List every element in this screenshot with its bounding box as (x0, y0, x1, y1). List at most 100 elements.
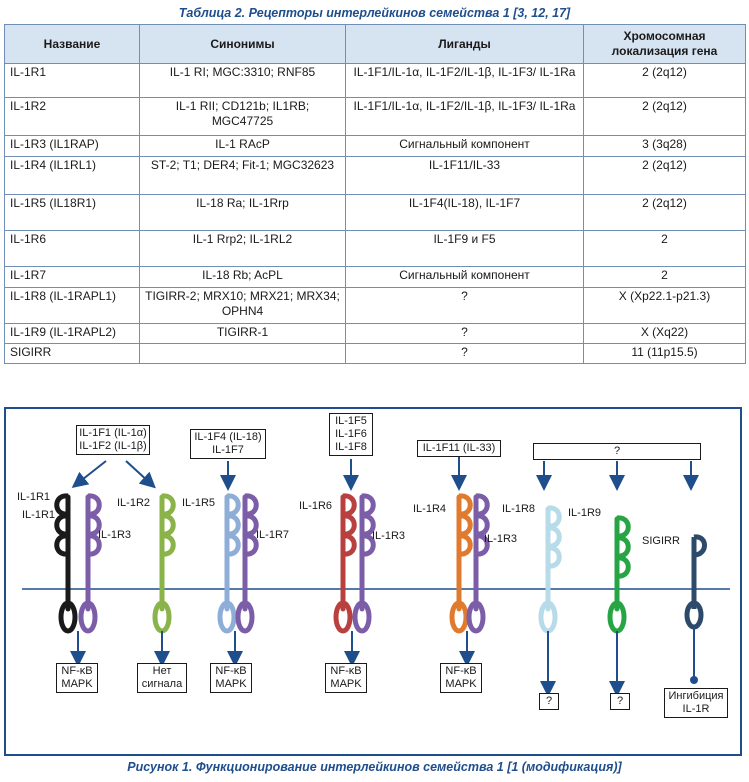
cell-name: IL-1R8 (IL-1RAPL1) (4, 287, 140, 324)
ligand-label: ? (613, 445, 621, 457)
cell-synonyms: IL-18 Rb; AcPL (139, 266, 346, 288)
cell-ligands: ? (345, 343, 584, 364)
output-label: Нет (152, 665, 172, 677)
cell-synonyms: IL-1 RAcP (139, 135, 346, 157)
il1r4-tir-domain (449, 600, 469, 634)
cell-name: SIGIRR (4, 343, 140, 364)
label-sigirr: SIGIRR (642, 535, 680, 547)
table-caption: Таблица 2. Рецепторы интерлейкинов семей… (178, 6, 571, 20)
cell-ligands: IL-1F1/IL-1α, IL-1F2/IL-1β, IL-1F3/ IL-1… (345, 97, 584, 136)
output-label: NF-κB (445, 665, 477, 677)
il1r5-domain (226, 533, 241, 557)
figure-caption: Рисунок 1. Функционирование интерлейкино… (127, 760, 622, 774)
il1r3-domain (87, 533, 102, 557)
table-header-row: Название Синонимы Лиганды Хромосомная ло… (4, 24, 746, 64)
il1r6-domain (342, 533, 357, 557)
output-label: NF-κB (61, 665, 93, 677)
cell-synonyms (139, 343, 346, 364)
ligand-arrow (71, 460, 107, 488)
cell-name: IL-1R9 (IL-1RAPL2) (4, 323, 140, 344)
output-box-unknown: ? (539, 693, 559, 710)
output-label: NF-κB (330, 665, 362, 677)
il1r1-tir-domain (58, 600, 78, 634)
ligand-label: IL-1F6 (335, 428, 367, 440)
il1r3b-tir-domain (352, 600, 372, 634)
table-row: IL-1R1 IL-1 RI; MGC:3310; RNF85 IL-1F1/I… (4, 63, 746, 98)
cell-ligands: IL-1F11/IL-33 (345, 156, 584, 195)
ligand-arrow (125, 460, 156, 489)
receptor-figure: IL-1F1 (IL-1α) IL-1F2 (IL-1β) IL-1F4 (IL… (4, 407, 742, 756)
label-il1r3: IL-1R3 (484, 533, 518, 545)
cell-synonyms: IL-1 Rrp2; IL-1RL2 (139, 230, 346, 267)
inhibition-dot (690, 676, 698, 684)
cell-name: IL-1R1 (4, 63, 140, 98)
label-il1r7: IL-1R7 (256, 529, 290, 541)
table-row: IL-1R8 (IL-1RAPL1) TIGIRR-2; MRX10; MRX2… (4, 287, 746, 324)
cell-chromosome: 3 (3q28) (583, 135, 746, 157)
cell-chromosome: 11 (11p15.5) (583, 343, 746, 364)
il1r5-tir-domain (217, 600, 237, 634)
cell-chromosome: 2 (583, 266, 746, 288)
il1r3c-tir-domain (466, 600, 486, 634)
label-il1r5: IL-1R5 (182, 497, 216, 509)
cell-chromosome: 2 (2q12) (583, 97, 746, 136)
output-box-nfkb: NF-κB MAPK (56, 663, 98, 693)
output-label: IL-1R (682, 703, 710, 715)
cell-chromosome: 2 (2q12) (583, 63, 746, 98)
label-il1r2: IL-1R2 (117, 497, 151, 509)
cell-name: IL-1R2 (4, 97, 140, 136)
output-label: MAPK (330, 678, 362, 690)
il1r3-tir-domain (78, 600, 98, 634)
il1r7-tir-domain (235, 600, 255, 634)
output-label: MAPK (61, 678, 93, 690)
header-ligands: Лиганды (345, 24, 584, 64)
ligand-label: IL-1F4 (IL-18) (194, 431, 262, 443)
table-row: IL-1R4 (IL1RL1) ST-2; T1; DER4; Fit-1; M… (4, 156, 746, 195)
cell-chromosome: X (Xq22) (583, 323, 746, 344)
il1r4-domain (458, 533, 473, 557)
ligand-box-unknown: ? (533, 443, 701, 460)
ligand-box-il1: IL-1F1 (IL-1α) IL-1F2 (IL-1β) (76, 425, 150, 455)
output-label: MAPK (215, 678, 247, 690)
cell-name: IL-1R4 (IL1RL1) (4, 156, 140, 195)
ligand-box-il33: IL-1F11 (IL-33) (417, 440, 501, 457)
output-label: Ингибиция (668, 690, 724, 702)
il1r6-tir-domain (333, 600, 353, 634)
cell-synonyms: TIGIRR-1 (139, 323, 346, 344)
label-il1r1: IL-1R1 (22, 509, 56, 521)
ligand-label: IL-1F11 (IL-33) (422, 442, 496, 454)
ligand-label: IL-1F1 (IL-1α) (79, 427, 147, 439)
ligand-label: IL-1F2 (IL-1β) (79, 440, 147, 452)
label-il1r4: IL-1R4 (413, 503, 447, 515)
cell-ligands: ? (345, 323, 584, 344)
cell-synonyms: ST-2; T1; DER4; Fit-1; MGC32623 (139, 156, 346, 195)
il1r9-domain (616, 555, 631, 579)
ligand-box-il18: IL-1F4 (IL-18) IL-1F7 (190, 429, 266, 459)
label-il1r8: IL-1R8 (502, 503, 536, 515)
label-il1r3: IL-1R3 (372, 530, 406, 542)
receptors-table: Название Синонимы Лиганды Хромосомная ло… (4, 24, 746, 364)
il1r8-domain (547, 545, 562, 569)
il1r3b-domain (361, 533, 376, 557)
cell-synonyms: IL-1 RII; CD121b; IL1RB; MGC47725 (139, 97, 346, 136)
cell-chromosome: 2 (583, 230, 746, 267)
cell-ligands: IL-1F9 и F5 (345, 230, 584, 267)
il1r2-domain (161, 533, 176, 557)
output-label: ? (545, 695, 553, 707)
cell-ligands: Сигнальный компонент (345, 135, 584, 157)
cell-synonyms: IL-18 Ra; IL-1Rrp (139, 194, 346, 231)
sigirr-domain (693, 534, 707, 558)
label-il1r6: IL-1R6 (299, 500, 333, 512)
cell-ligands: IL-1F1/IL-1α, IL-1F2/IL-1β, IL-1F3/ IL-1… (345, 63, 584, 98)
table-row: SIGIRR ? 11 (11p15.5) (4, 343, 746, 364)
cell-ligands: IL-1F4(IL-18), IL-1F7 (345, 194, 584, 231)
label-il1r3: IL-1R3 (98, 529, 132, 541)
cell-ligands: ? (345, 287, 584, 324)
output-label: сигнала (141, 678, 183, 690)
table-row: IL-1R6 IL-1 Rrp2; IL-1RL2 IL-1F9 и F5 2 (4, 230, 746, 267)
ligand-label: IL-1F7 (212, 444, 244, 456)
header-synonyms: Синонимы (139, 24, 346, 64)
cell-name: IL-1R3 (IL1RAP) (4, 135, 140, 157)
output-label: MAPK (445, 678, 477, 690)
table-row: IL-1R5 (IL18R1) IL-18 Ra; IL-1Rrp IL-1F4… (4, 194, 746, 231)
